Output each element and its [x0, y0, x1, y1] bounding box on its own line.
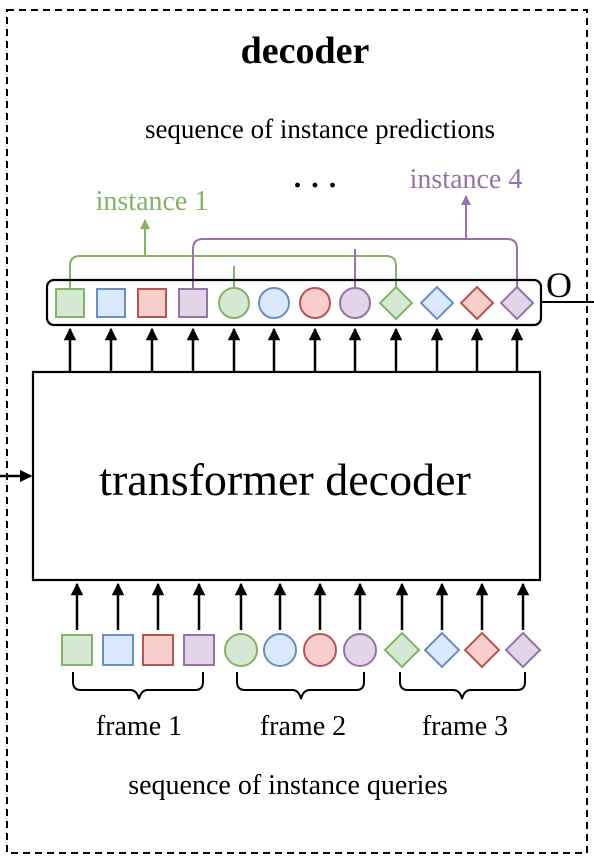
- red-diamond-token: [463, 631, 501, 669]
- outer-dashed-border: [6, 9, 588, 854]
- frame-1-brace: [72, 672, 204, 700]
- instance-1-bracket: [69, 219, 397, 290]
- instance-4-bracket: [192, 195, 518, 290]
- title: decoder: [241, 30, 370, 72]
- blue-diamond-token: [419, 285, 455, 321]
- instance-4-label: instance 4: [410, 164, 523, 195]
- blue-square-token: [96, 288, 126, 318]
- green-circle-token: [224, 633, 258, 667]
- frame-2-label: frame 2: [260, 711, 346, 742]
- green-diamond-token: [383, 631, 421, 669]
- red-circle-token: [299, 287, 331, 319]
- purple-diamond-token: [504, 631, 542, 669]
- frame-braces: [72, 672, 526, 700]
- red-circle-token: [303, 633, 337, 667]
- purple-circle-token: [343, 633, 377, 667]
- frame-2-brace: [236, 672, 365, 700]
- bottom-caption: sequence of instance queries: [128, 770, 448, 801]
- top-caption: sequence of instance predictions: [145, 114, 495, 144]
- purple-square-token: [183, 634, 215, 666]
- green-square-token: [61, 634, 93, 666]
- instance-1-label: instance 1: [96, 186, 209, 217]
- ellipsis: · · ·: [292, 169, 337, 202]
- purple-diamond-token: [499, 285, 535, 321]
- query-tokens: [61, 631, 542, 669]
- frame-1-label: frame 1: [96, 711, 182, 742]
- green-square-token: [55, 288, 85, 318]
- purple-circle-token: [339, 287, 371, 319]
- transformer-decoder-block: [31, 370, 542, 582]
- green-diamond-token: [378, 285, 414, 321]
- purple-square-token: [178, 288, 208, 318]
- query-input-arrows: [70, 582, 530, 630]
- green-circle-token: [218, 287, 250, 319]
- frame-3-label: frame 3: [422, 711, 508, 742]
- transformer-decoder-label: transformer decoder: [99, 454, 471, 505]
- decoder-output-arrows: [63, 327, 524, 372]
- frame-3-brace: [399, 672, 526, 700]
- red-square-token: [137, 288, 167, 318]
- output-tokens: [55, 285, 535, 321]
- red-diamond-token: [459, 285, 495, 321]
- blue-diamond-token: [423, 631, 461, 669]
- blue-square-token: [102, 634, 134, 666]
- red-square-token: [142, 634, 174, 666]
- blue-circle-token: [263, 633, 297, 667]
- blue-circle-token: [258, 287, 290, 319]
- right-edge-label: O: [546, 265, 572, 305]
